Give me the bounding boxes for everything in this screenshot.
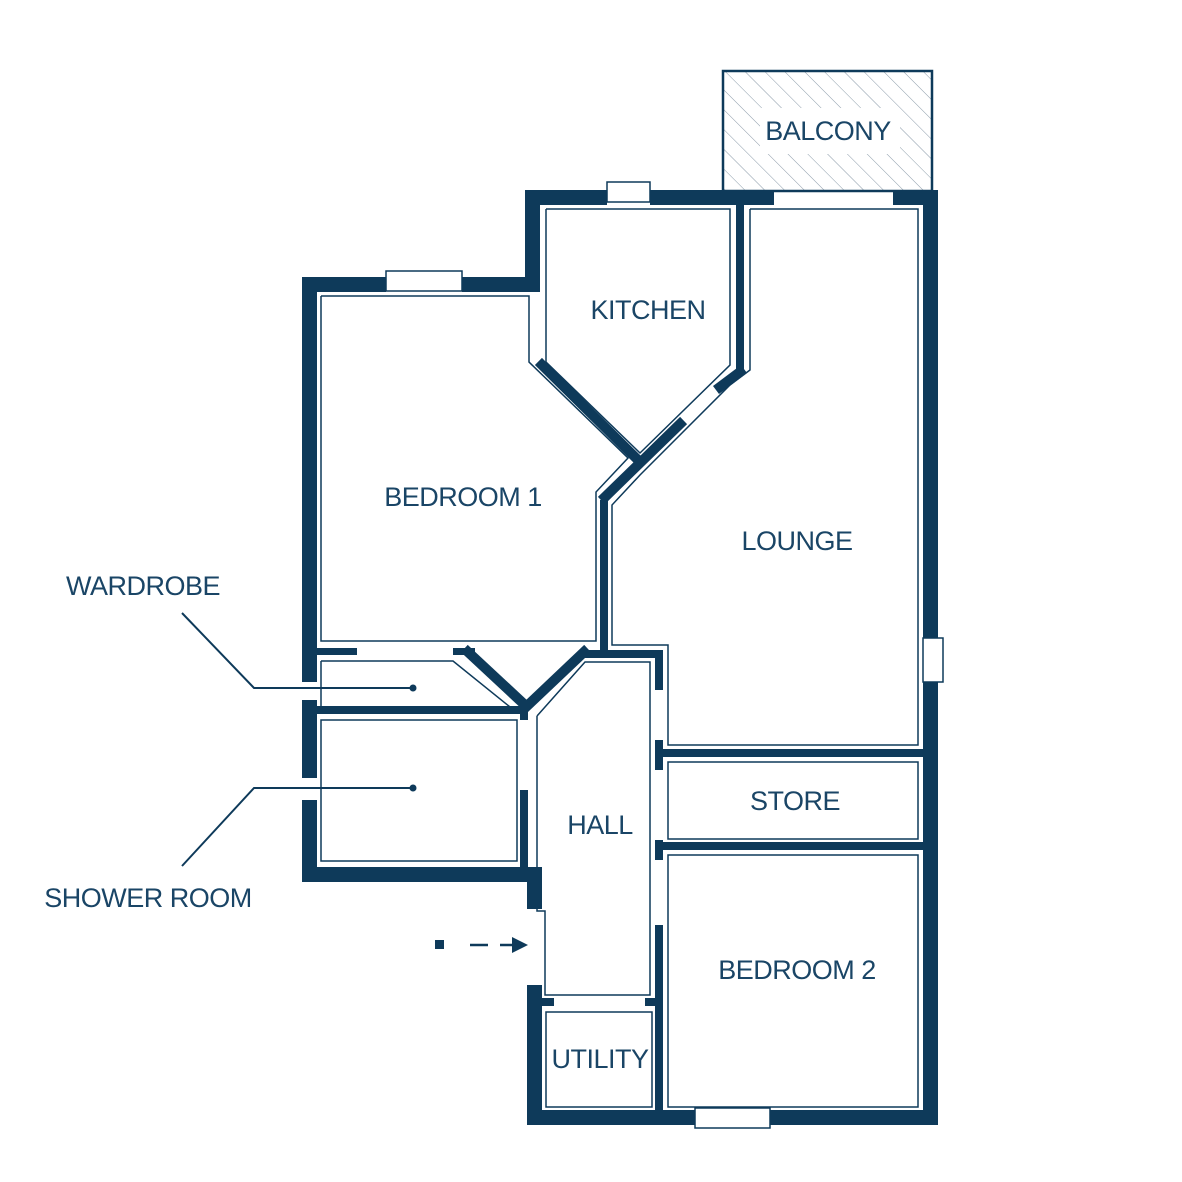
shower-room-leader [181, 784, 417, 867]
wardrobe-label: WARDROBE [66, 571, 220, 601]
balcony [721, 69, 934, 193]
shower-room-label: SHOWER ROOM [44, 883, 252, 913]
inner-outlines [320, 208, 919, 1108]
kitchen-label: KITCHEN [590, 295, 705, 325]
bedroom1-label: BEDROOM 1 [384, 482, 542, 512]
wardrobe-leader [181, 612, 417, 692]
lounge-label: LOUNGE [741, 526, 852, 556]
windows [385, 181, 944, 1129]
entrance-arrow-icon [435, 937, 528, 953]
hall-label: HALL [567, 810, 633, 840]
interior-walls [317, 205, 923, 1110]
utility-label: UTILITY [551, 1044, 649, 1074]
outer-walls [302, 190, 938, 1125]
bedroom2-label: BEDROOM 2 [718, 955, 876, 985]
store-label: STORE [750, 786, 840, 816]
balcony-label: BALCONY [765, 116, 891, 146]
